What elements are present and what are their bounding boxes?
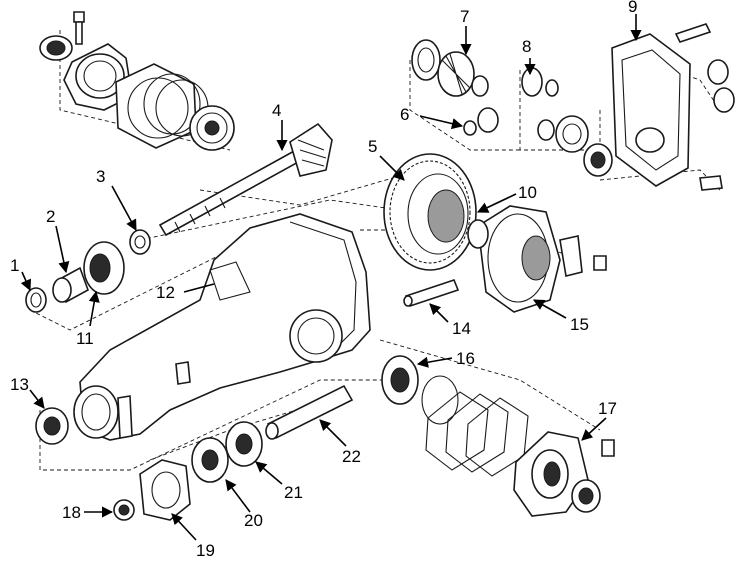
callout-15: 15 [570,315,589,334]
callout-10: 10 [518,183,537,202]
leader-16 [416,356,453,368]
callout-20: 20 [244,511,263,530]
callout-11: 11 [76,329,94,348]
callout-13: 13 [10,375,29,394]
drive-pinion-shaft [129,122,333,255]
differential-carrier-housing [73,213,371,441]
callout-9: 9 [628,0,637,16]
callout-2: 2 [46,207,55,226]
leader-19 [171,513,197,541]
callout-labels: 1 2 3 4 5 6 7 8 9 10 11 12 13 14 15 16 1… [10,0,637,560]
leader-5 [379,155,405,181]
differential-gears [411,39,613,177]
callout-14: 14 [452,319,471,338]
callout-21: 21 [284,483,303,502]
side-bearing-right-group [381,355,529,477]
leader-13 [29,389,45,409]
leader-22 [319,419,347,447]
leader-20 [225,479,251,513]
drive-pinion-retainer-parts [39,11,235,151]
leader-21 [255,461,283,485]
callout-12: 12 [156,283,175,302]
callout-7: 7 [460,7,469,26]
leader-17 [581,417,607,441]
leader-2 [55,225,70,274]
ring-gear [383,153,477,271]
callout-17: 17 [598,399,617,418]
lower-parts [113,384,354,521]
callout-22: 22 [342,447,361,466]
side-bearing-left [35,407,69,445]
differential-case [467,205,607,313]
callout-18: 18 [62,503,81,522]
callout-19: 19 [196,541,215,560]
rear-cover [611,23,735,191]
leader-lines [20,14,642,541]
leader-14 [429,303,449,323]
leader-6 [419,115,464,130]
callout-16: 16 [456,349,475,368]
callout-4: 4 [272,101,281,120]
leader-15 [533,299,567,319]
callout-6: 6 [400,105,409,124]
pinion-shaft [403,279,460,307]
leader-3 [111,185,137,231]
callout-8: 8 [522,37,531,56]
callout-5: 5 [368,137,377,156]
leader-10 [476,193,517,213]
leader-12 [183,283,215,293]
leader-11 [88,290,100,327]
callout-3: 3 [96,167,105,186]
callout-1: 1 [10,256,19,275]
bearing-retainer-right [513,431,615,517]
leader-1 [20,271,32,292]
spacer-washer-bearing [25,241,125,313]
